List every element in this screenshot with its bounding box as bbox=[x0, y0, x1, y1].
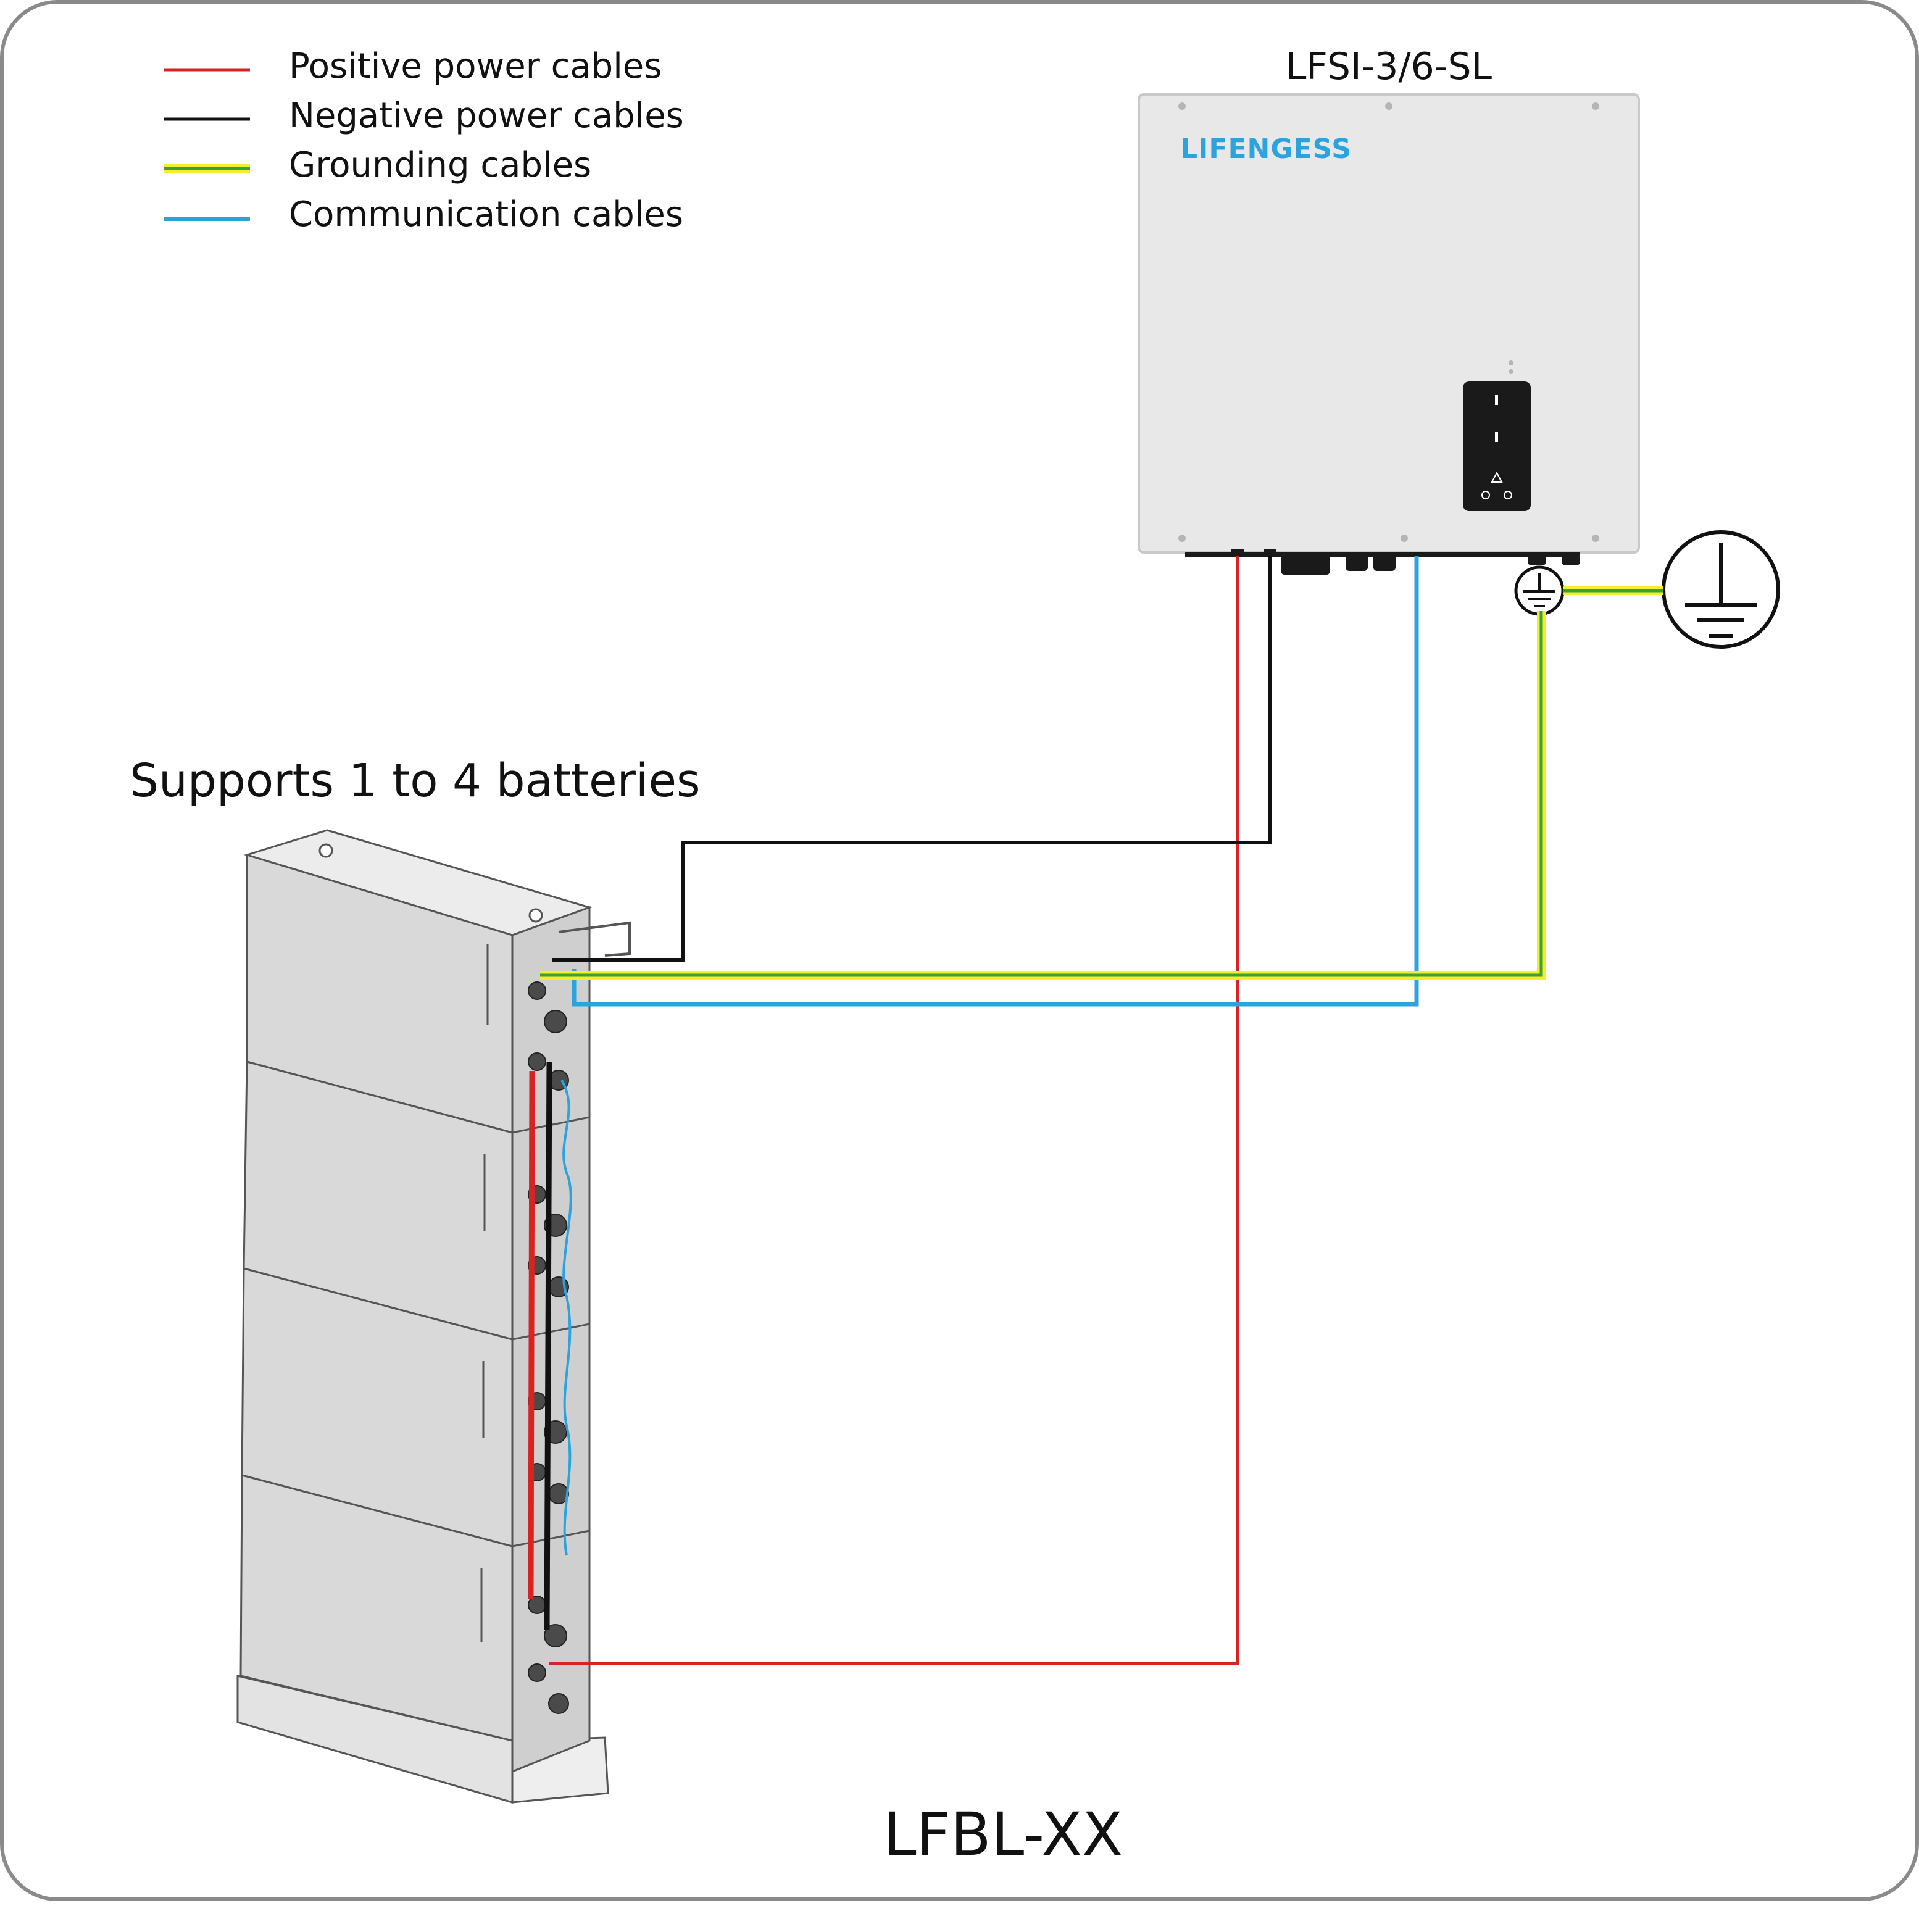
legend-label-positive: Positive power cables bbox=[289, 46, 662, 86]
cable-gland-icon bbox=[1264, 549, 1276, 556]
module-handles bbox=[480, 944, 489, 1642]
battery-support-note: Supports 1 to 4 batteries bbox=[130, 754, 701, 807]
inverter: LFSI-3/6-SL LIFENGESS bbox=[1138, 45, 1640, 575]
negative-power-cable bbox=[552, 552, 1272, 962]
earth-ground-icon bbox=[1662, 530, 1780, 649]
inter-module-positive-cable bbox=[528, 1070, 535, 1599]
legend: Positive power cables Negative power cab… bbox=[164, 46, 684, 235]
screw-icon bbox=[1592, 535, 1599, 542]
cable-gland-icon bbox=[1231, 549, 1244, 556]
screw-icon bbox=[1178, 102, 1186, 110]
legend-label-grounding: Grounding cables bbox=[289, 145, 591, 185]
communication-cable bbox=[572, 556, 1419, 1007]
warning-icon bbox=[1491, 471, 1503, 483]
led-indicator-icon bbox=[1509, 369, 1513, 374]
screw-icon bbox=[1178, 535, 1186, 542]
positive-power-cable bbox=[549, 552, 1239, 1665]
legend-label-communication: Communication cables bbox=[289, 194, 683, 235]
legend-label-negative: Negative power cables bbox=[289, 96, 684, 136]
connector-icon bbox=[1528, 552, 1546, 565]
screw-icon bbox=[1592, 102, 1599, 110]
inter-module-comm-cable bbox=[560, 1079, 572, 1556]
led-indicator-icon bbox=[1509, 360, 1513, 365]
lid-screw-icon bbox=[528, 908, 543, 923]
screw-icon bbox=[1401, 535, 1408, 542]
inverter-display-panel bbox=[1463, 381, 1531, 511]
grounding-cable bbox=[540, 611, 1543, 977]
inter-module-negative-cable bbox=[544, 1061, 552, 1630]
battery-model-label: LFBL-XX bbox=[883, 1800, 1123, 1869]
inverter-model-label: LFSI-3/6-SL bbox=[1286, 45, 1492, 88]
mounting-bracket bbox=[558, 921, 631, 957]
ground-terminal bbox=[1514, 565, 1565, 616]
inverter-brand-logo: LIFENGESS bbox=[1180, 133, 1352, 165]
connector-icon bbox=[1373, 552, 1396, 571]
display-segment-icon bbox=[1495, 432, 1498, 442]
info-button-icon bbox=[1504, 491, 1512, 499]
power-button-icon bbox=[1481, 491, 1490, 499]
lid-screw-icon bbox=[318, 843, 333, 858]
battery-stack bbox=[236, 829, 631, 1804]
connector-icon bbox=[1346, 552, 1368, 571]
screw-icon bbox=[1385, 102, 1392, 110]
connector-icon bbox=[1281, 552, 1330, 575]
display-segment-icon bbox=[1495, 395, 1498, 405]
connector-icon bbox=[1562, 552, 1580, 565]
